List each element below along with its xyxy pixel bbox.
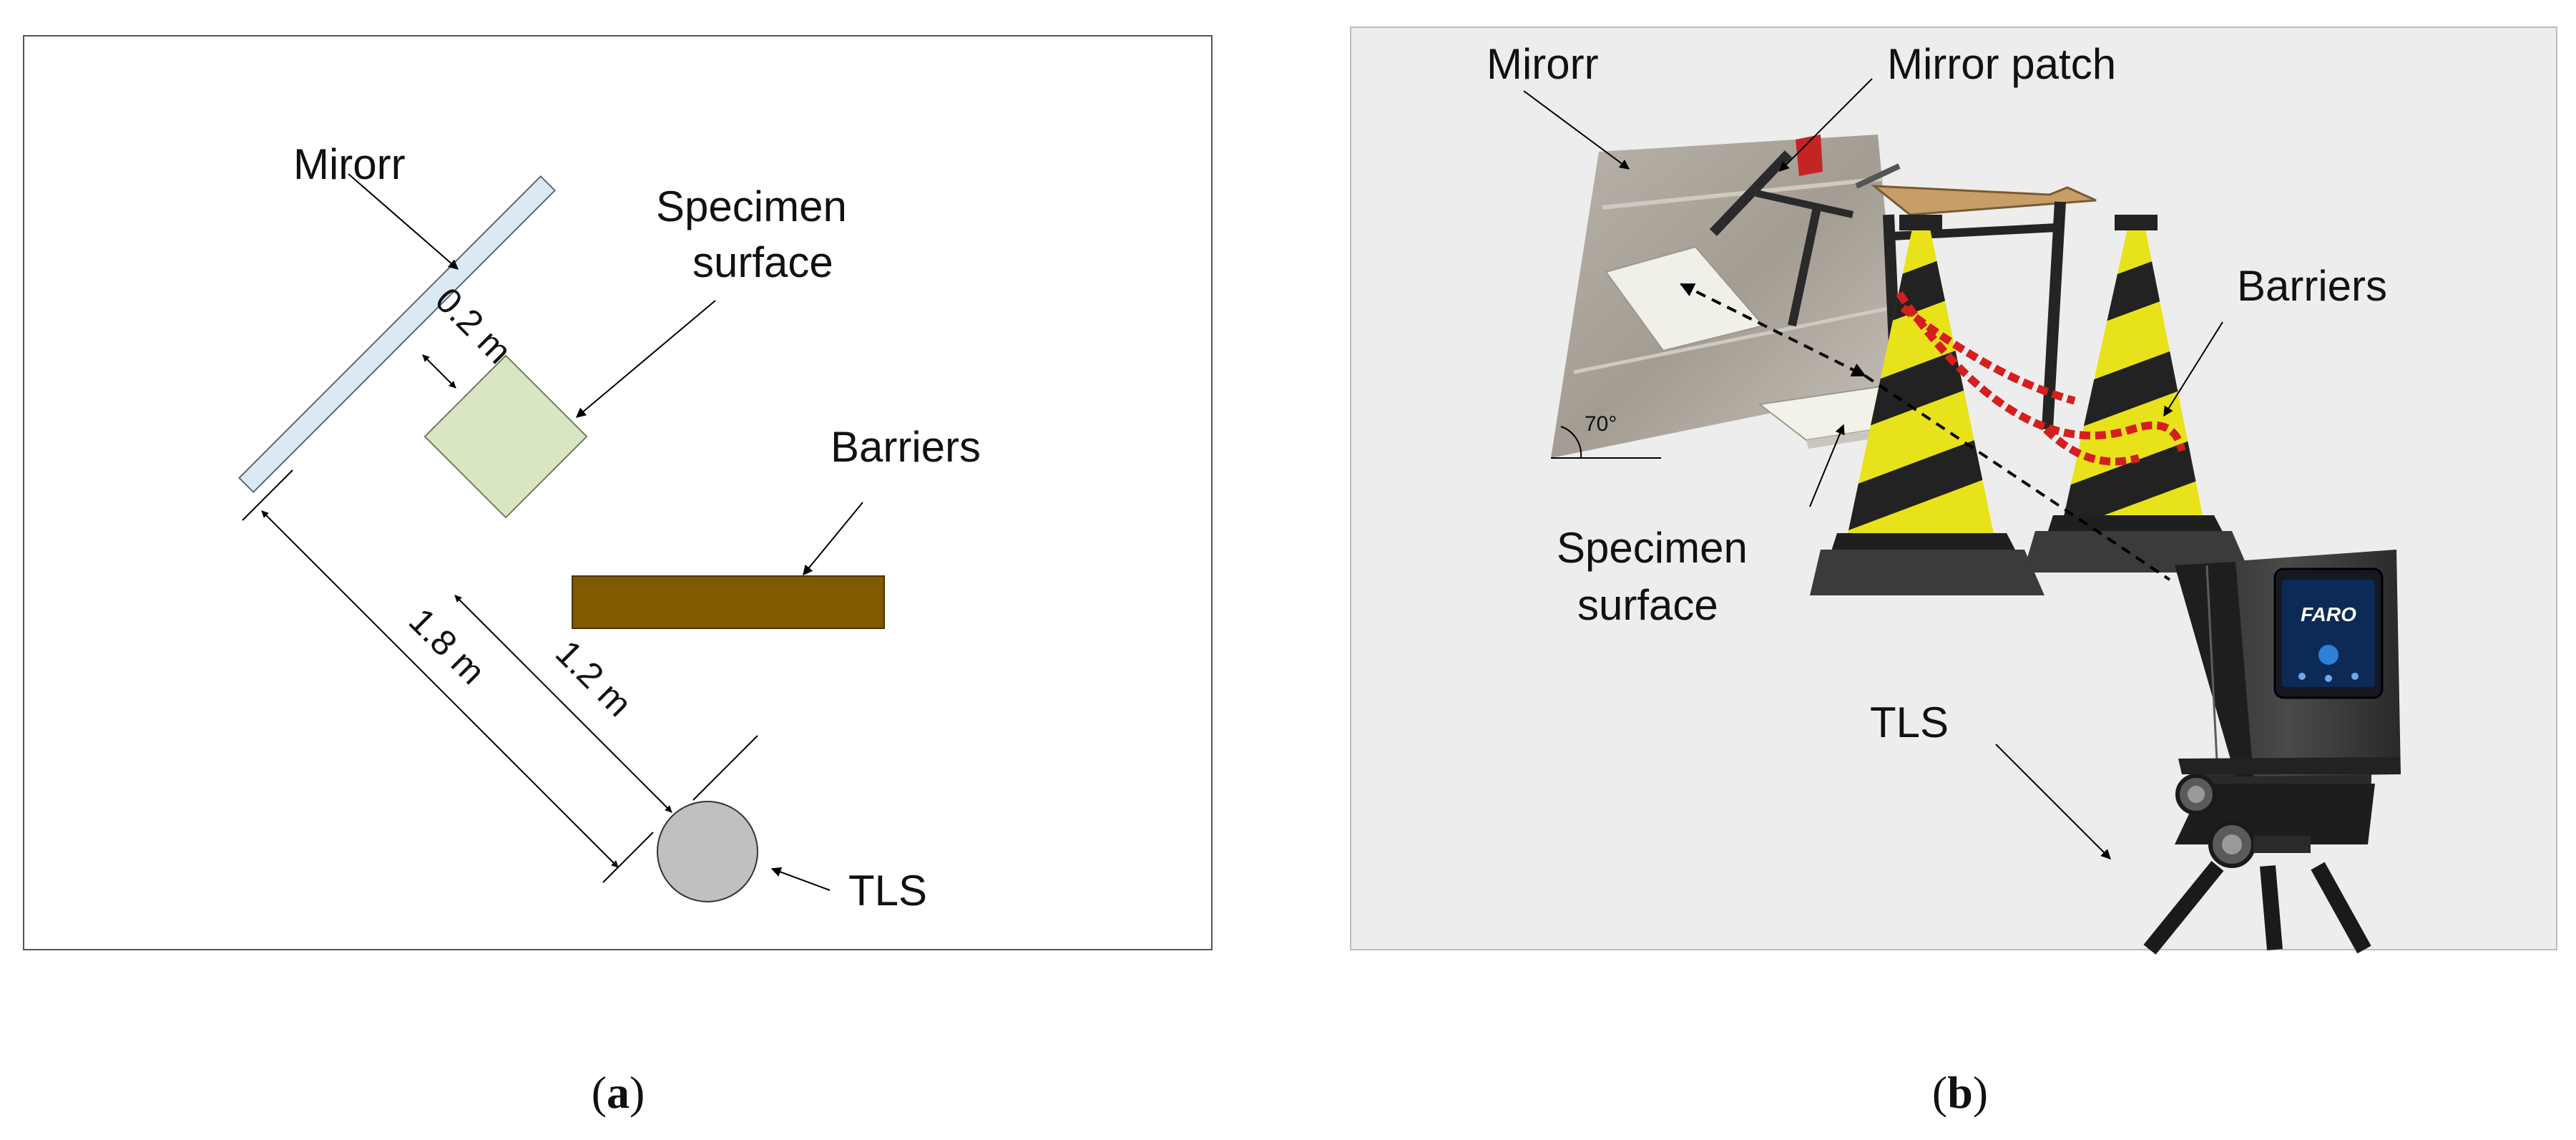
barriers-pointer-arrow: [2163, 321, 2223, 417]
chain-photo: [1896, 291, 2186, 466]
extension-line: [242, 469, 293, 521]
caption-a: (a): [592, 1067, 645, 1118]
mirror-label: Mirorr: [293, 140, 406, 188]
specimen-label-line2: surface: [1577, 581, 1718, 629]
barrier-shape: [572, 575, 885, 629]
tls-shape: [657, 801, 758, 902]
mirror-shape: [237, 175, 557, 494]
barriers-pointer-arrow: [803, 502, 863, 576]
mirror-patch-pointer-arrow: [1779, 78, 1873, 172]
specimen-pointer-arrow: [1809, 424, 1845, 507]
specimen-surface-shape: [423, 354, 588, 519]
angle-label: 70°: [1585, 412, 1617, 436]
mirror-patch-label: Mirror patch: [1887, 40, 2116, 88]
tls-label: TLS: [848, 867, 927, 915]
dimension-arrow-0-2m: [422, 354, 456, 389]
dimension-arrow-1-2m: [454, 595, 672, 813]
barrier-cone-right: [2023, 215, 2250, 573]
specimen-label-line1: Specimen: [1557, 524, 1748, 572]
barriers-label: Barriers: [831, 423, 981, 471]
extension-line: [602, 832, 654, 883]
specimen-label-line2: surface: [692, 238, 833, 286]
tls-pointer-arrow: [770, 867, 831, 891]
specimen-label-line1: Specimen: [656, 182, 847, 230]
tls-label: TLS: [1870, 698, 1949, 746]
specimen-pointer-arrow: [575, 300, 716, 418]
scanner-brand-label: FARO: [2301, 603, 2356, 625]
panel-a: Mirorr Specimen surface Barriers TLS 0.2…: [23, 35, 1213, 950]
mirror-pointer-arrow: [348, 173, 459, 270]
panel-a-frame: [23, 35, 1213, 950]
laser-path-dashed-line: [1864, 374, 2171, 581]
mirror-pointer-arrow: [1523, 90, 1630, 170]
caption-b: (b): [1932, 1067, 1988, 1118]
extension-line: [692, 735, 758, 801]
tls-pointer-arrow: [1995, 744, 2111, 859]
barriers-label: Barriers: [2237, 262, 2387, 310]
angle-arc: [1560, 426, 1582, 459]
panel-b: 70° FARO: [1350, 26, 2557, 955]
tls-scanner-photo: FARO: [2143, 550, 2401, 955]
mirror-label: Mirorr: [1487, 40, 1599, 88]
